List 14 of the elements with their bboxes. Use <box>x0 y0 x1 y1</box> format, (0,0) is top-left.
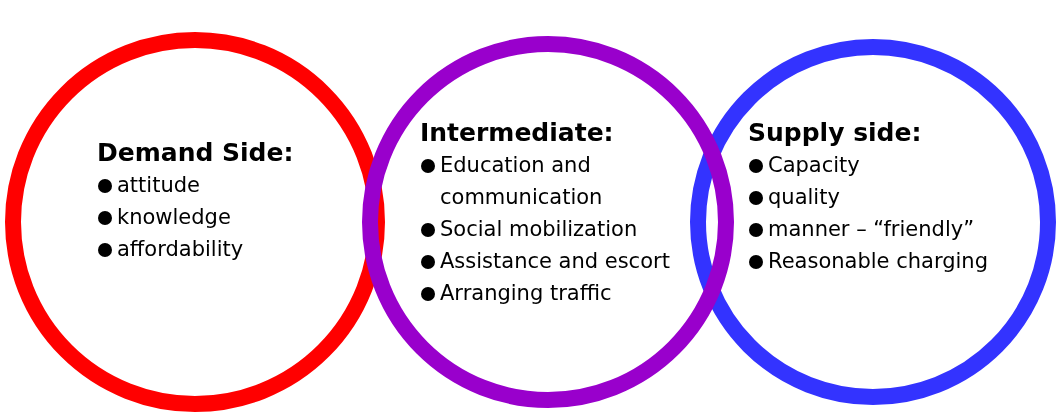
bullet-item: Assistance and escort <box>420 245 720 277</box>
bullet-item: Reasonable charging <box>748 245 1048 277</box>
circle-heading: Supply side: <box>748 118 922 147</box>
bullet-item: Capacity <box>748 149 1048 181</box>
bullet-item: knowledge <box>97 201 357 233</box>
circle-heading: Intermediate: <box>420 118 614 147</box>
circle-heading: Demand Side: <box>97 138 294 167</box>
bullet-item: manner – “friendly” <box>748 213 1048 245</box>
bullet-item: quality <box>748 181 1048 213</box>
bullet-item: Social mobilization <box>420 213 720 245</box>
bullet-item: affordability <box>97 233 357 265</box>
bullet-item: Arranging traffic <box>420 277 720 309</box>
bullet-item: attitude <box>97 169 357 201</box>
bullet-item: Education and communication <box>420 149 720 213</box>
